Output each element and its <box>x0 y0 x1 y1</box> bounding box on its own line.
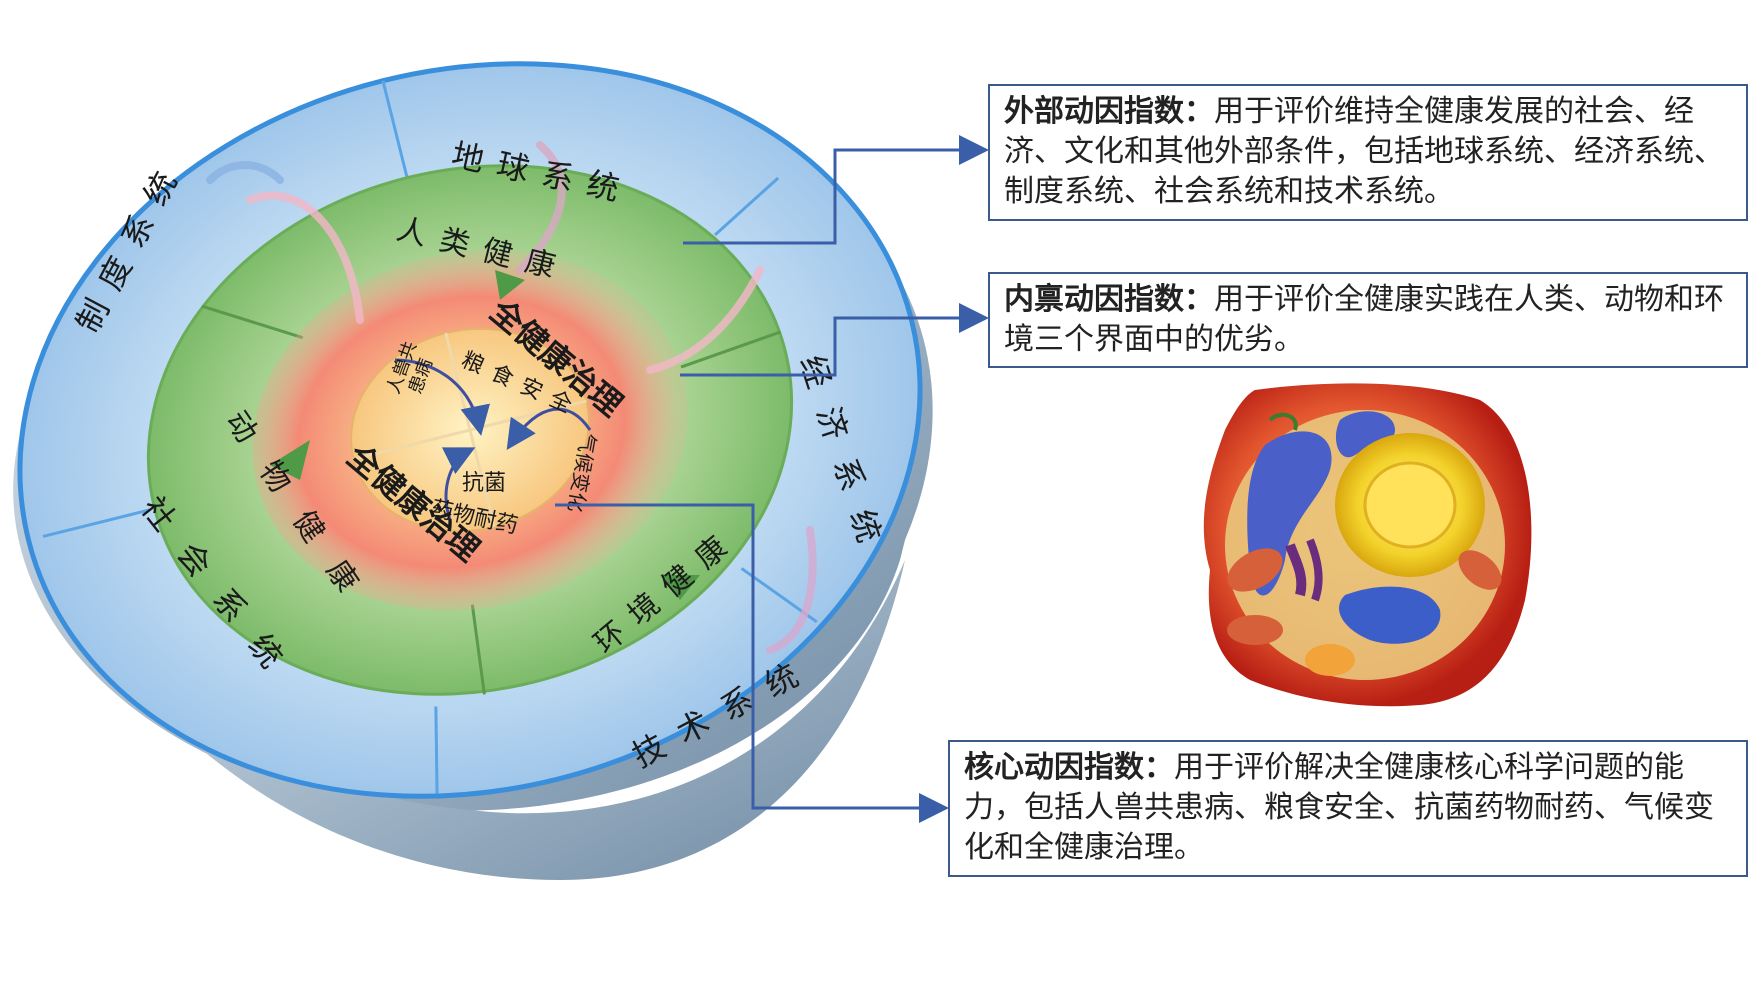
core-arrow <box>506 407 592 450</box>
flow-arrow <box>646 266 764 374</box>
callout-core-title: 核心动因指数： <box>964 750 1174 785</box>
callout-inner-title: 内禀动因指数： <box>1004 282 1214 317</box>
flow-arrow <box>766 526 817 654</box>
callout-inner-text: 用于评价全健康实践在人类、动物和环境三个界面中的优劣。 <box>1004 282 1724 357</box>
callout-outer-title: 外部动因指数： <box>1004 94 1214 129</box>
core-arrow <box>394 358 490 436</box>
connector-outer <box>683 135 989 245</box>
callout-outer-text: 用于评价维持全健康发展的社会、经济、文化和其他外部条件，包括地球系统、经济系统、… <box>1004 94 1724 209</box>
outer-divider <box>714 176 780 237</box>
green-arrow <box>270 440 310 480</box>
flow-arrow <box>206 161 284 184</box>
outer-divider <box>381 80 409 179</box>
label-amr-1: 抗菌 <box>462 471 506 496</box>
callout-core-text: 用于评价解决全健康核心科学问题的能力，包括人兽共患病、粮食安全、抗菌药物耐药、气… <box>964 750 1714 865</box>
green-arrow <box>660 575 700 600</box>
connector-inner <box>680 303 989 377</box>
hemisphere-shadow <box>30 470 905 880</box>
connector-core <box>555 503 949 823</box>
outer-divider <box>434 706 439 794</box>
middle-divider <box>470 604 486 695</box>
callout-core-index: 核心动因指数：用于评价解决全健康核心科学问题的能力，包括人兽共患病、粮食安全、抗… <box>948 740 1748 877</box>
callout-outer-index: 外部动因指数：用于评价维持全健康发展的社会、经济、文化和其他外部条件，包括地球系… <box>988 84 1748 221</box>
flow-arrow <box>516 141 566 274</box>
middle-divider <box>201 304 304 340</box>
outer-divider <box>42 508 151 538</box>
green-arrow <box>495 270 525 300</box>
cell-illustration <box>1203 383 1532 707</box>
middle-divider <box>680 330 782 369</box>
flow-arrow <box>246 191 364 324</box>
core-arrow <box>441 447 476 521</box>
callout-inner-index: 内禀动因指数：用于评价全健康实践在人类、动物和环境三个界面中的优劣。 <box>988 272 1748 368</box>
